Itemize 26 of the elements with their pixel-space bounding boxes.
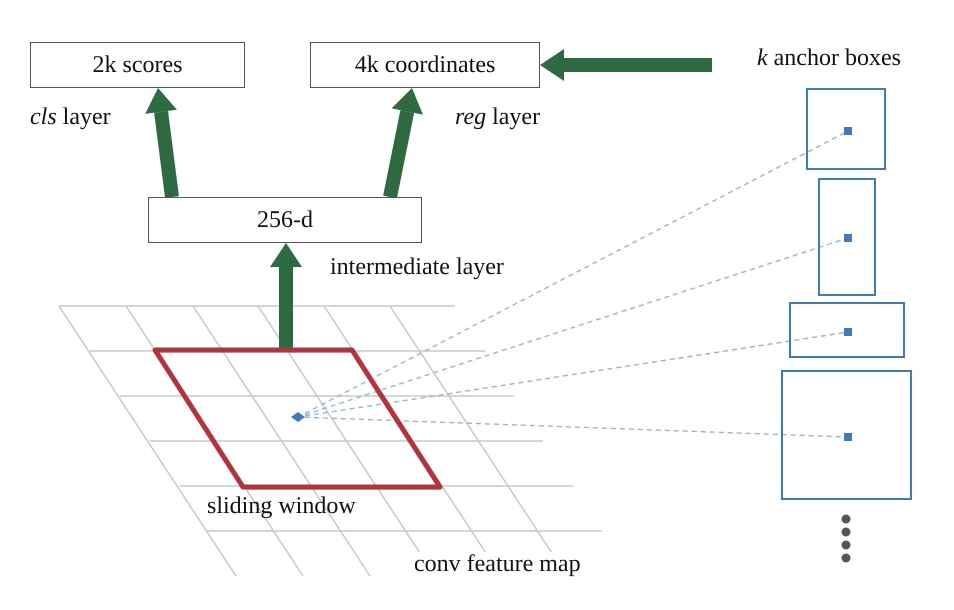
window-label: sliding window: [207, 494, 356, 518]
arrow: [145, 88, 179, 198]
layer-label: 4k coordinates: [354, 52, 496, 78]
layer-box: [30, 42, 245, 88]
anchor-center: [844, 234, 852, 242]
anchor-box: [806, 88, 886, 170]
projection-line: [304, 132, 844, 414]
anchor-box: [781, 370, 912, 500]
anchor-center: [844, 433, 852, 441]
anchor-center: [844, 328, 852, 336]
arrow: [383, 88, 423, 198]
layer-caption: cls layer: [30, 105, 111, 129]
anchor-box: [818, 178, 876, 296]
layer-box: [148, 197, 422, 243]
layer-caption: reg layer: [455, 105, 540, 129]
center-point: [291, 412, 305, 422]
arrow: [270, 243, 302, 350]
projection-line: [304, 332, 844, 417]
anchor-box: [789, 302, 905, 358]
arrow: [540, 49, 712, 81]
layer-label: 256-d: [257, 206, 313, 234]
layer-label: 2k scores: [92, 52, 182, 78]
anchor-center: [844, 127, 852, 135]
feature-map-label: conv feature map: [412, 552, 583, 576]
layer-box: [310, 42, 540, 88]
layer-caption: intermediate layer: [330, 255, 504, 279]
